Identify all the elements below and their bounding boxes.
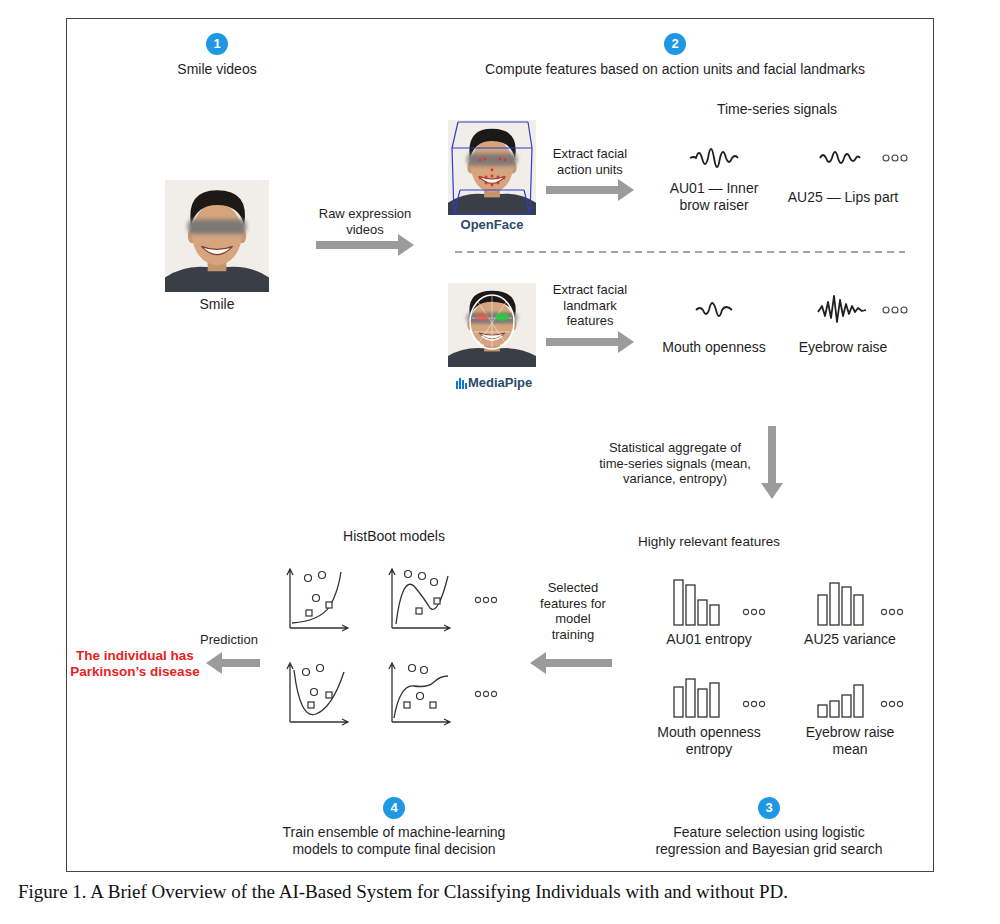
text-slot: AU25 — Lips part	[778, 189, 908, 206]
arrow-shaft	[221, 659, 260, 667]
signal-name: AU01 — Inner brow raiser	[654, 180, 774, 214]
text-slot: The individual has Parkinson’s disease	[70, 648, 200, 680]
text-slot: 1	[206, 36, 228, 52]
callout-circle	[758, 797, 780, 819]
edge-label: Extract facial landmark features	[540, 282, 640, 329]
callout-circle	[206, 33, 228, 55]
text-slot: Mouth openness	[654, 339, 774, 356]
text-slot: Eyebrow raise mean	[795, 724, 905, 758]
signal-name: Eyebrow raise	[783, 339, 903, 356]
flow-arrow	[530, 652, 612, 674]
box-title: HistBoot models	[294, 528, 494, 545]
feature-name: AU01 entropy	[639, 631, 779, 648]
callout-number: 1	[206, 36, 228, 52]
callout-number: 4	[383, 800, 405, 816]
text-slot: AU01 — Inner brow raiser	[654, 180, 774, 214]
text-slot: Time-series signals	[667, 101, 887, 118]
edge-label: Raw expression videos	[315, 206, 415, 237]
flow-arrow	[316, 234, 414, 256]
figure-border	[67, 19, 934, 872]
edge-label: Extract facial action units	[540, 146, 640, 177]
step-heading: Smile videos	[142, 61, 292, 78]
callout-circle	[664, 33, 686, 55]
prediction-text: The individual has Parkinson’s disease	[70, 648, 200, 680]
arrow-shaft	[316, 241, 399, 249]
text-slot: Highly relevant features	[631, 534, 787, 550]
text-slot: Selected features for model training	[535, 580, 611, 642]
prediction-result: The individual has Parkinson’s disease	[70, 646, 200, 686]
box-title: Highly relevant features	[631, 534, 787, 550]
text-slot: Prediction	[194, 632, 264, 648]
tool-name: OpenFace	[446, 217, 538, 233]
text-slot: Smile videos	[142, 61, 292, 78]
signals-box: Time-series signalsAU01 — Inner brow rai…	[642, 96, 912, 394]
text-slot: AU25 variance	[790, 631, 910, 648]
step-heading: Feature selection using logistic regress…	[639, 824, 899, 858]
text-slot: Extract facial landmark features	[540, 282, 640, 329]
tool-figure: MediaPipe	[446, 281, 538, 395]
signal-name: AU25 — Lips part	[778, 189, 908, 206]
text-slot: Compute features based on action units a…	[435, 61, 915, 78]
text-slot: Feature selection using logistic regress…	[639, 824, 899, 858]
signal-name: Mouth openness	[654, 339, 774, 356]
model-panel: HistBoot modelsTrain ensemble of machine…	[266, 515, 522, 785]
box-title: Time-series signals	[667, 101, 887, 118]
text-slot: HistBoot models	[294, 528, 494, 545]
feature-name: Eyebrow raise mean	[795, 724, 905, 758]
text-slot: 2	[664, 36, 686, 52]
text-slot: Figure 1. A Brief Overview of the AI-Bas…	[18, 881, 982, 904]
text-slot: MediaPipe	[468, 375, 538, 391]
edge-label: Prediction	[194, 632, 264, 648]
step-heading: Compute features based on action units a…	[435, 61, 915, 78]
step-heading: Train ensemble of machine-learning model…	[264, 824, 524, 858]
flow-arrow	[206, 652, 260, 674]
arrow-head	[398, 234, 414, 256]
image-caption: Smile	[167, 296, 267, 313]
arrow-shaft	[768, 426, 776, 484]
selection-panel: Highly relevant featuresAU01 entropyMout…	[620, 515, 918, 785]
text-slot: Statistical aggregate of time-series sig…	[595, 440, 755, 487]
edge-label: Selected features for model training	[535, 580, 611, 642]
arrow-head	[206, 652, 222, 674]
text-slot: AU01 entropy	[639, 631, 779, 648]
text-slot: OpenFace	[446, 217, 538, 233]
text-slot: 3	[758, 800, 780, 816]
text-slot: Smile	[167, 296, 267, 313]
arrow-head	[761, 483, 783, 499]
input-panel: Smile videosSmile	[137, 85, 298, 410]
feature-name: Mouth openness entropy	[639, 724, 779, 758]
feature-name: AU25 variance	[790, 631, 910, 648]
text-slot: Extract facial action units	[540, 146, 640, 177]
flow-arrow	[761, 426, 783, 499]
text-slot: Raw expression videos	[315, 206, 415, 237]
feature-panel: OpenFaceMediaPipe Time-series signalsAU01…	[432, 85, 918, 410]
selected-features-box: Highly relevant featuresAU01 entropyMout…	[628, 528, 790, 773]
callout-number: 2	[664, 36, 686, 52]
edge-label: Statistical aggregate of time-series sig…	[595, 440, 755, 487]
figure-caption: Figure 1. A Brief Overview of the AI-Bas…	[18, 881, 982, 904]
tool-name: MediaPipe	[468, 375, 538, 391]
text-slot: Mouth openness entropy	[639, 724, 779, 758]
text-slot: Eyebrow raise	[783, 339, 903, 356]
arrow-shaft	[545, 659, 612, 667]
text-slot: Train ensemble of machine-learning model…	[264, 824, 524, 858]
callout-circle	[383, 797, 405, 819]
callout-number: 3	[758, 800, 780, 816]
arrow-head	[530, 652, 546, 674]
tool-figure: OpenFace	[446, 118, 538, 237]
text-slot: 4	[383, 800, 405, 816]
